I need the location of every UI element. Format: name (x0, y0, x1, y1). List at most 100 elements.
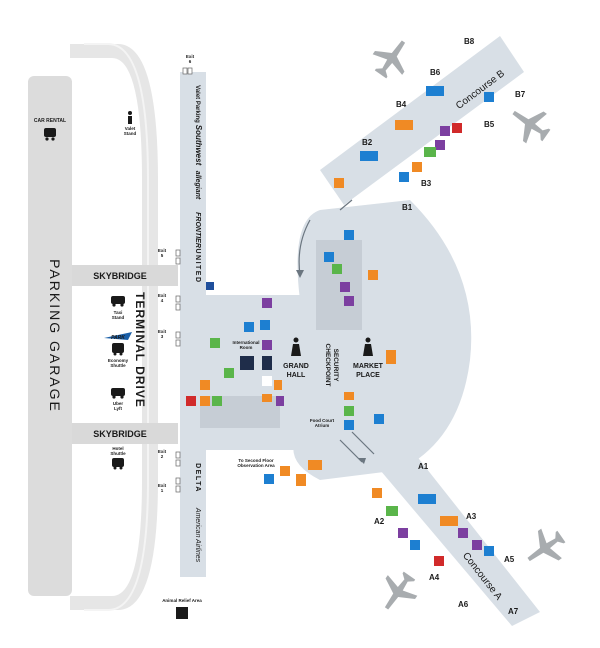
parking-garage (28, 76, 72, 596)
airline-valet: Valet Parking (194, 85, 200, 123)
road-loop (70, 43, 158, 611)
info-icon (212, 396, 222, 406)
retail-icon (344, 296, 354, 306)
restroom-icon (484, 92, 494, 102)
food-icon (386, 350, 396, 364)
restroom-icon (374, 414, 384, 424)
food-icon (200, 396, 210, 406)
svg-text:6: 6 (189, 59, 192, 64)
airline-frontier: FRONTIER (194, 212, 201, 248)
restroom-icon (410, 540, 420, 550)
svg-text:B7: B7 (515, 90, 526, 99)
restroom-icon (399, 172, 409, 182)
gates-b: B1 B2 B3 B4 B5 B6 B7 B8 (362, 37, 526, 212)
restroom-icon (426, 86, 444, 96)
svg-text:To Second Floor: To Second Floor (238, 458, 273, 463)
taxi-icon (111, 296, 125, 307)
food-icon (334, 178, 344, 188)
aed-icon (434, 556, 444, 566)
info-icon (344, 406, 354, 416)
svg-text:1: 1 (161, 488, 164, 493)
retail-icon (435, 140, 445, 150)
skybridge-south (72, 423, 178, 444)
person-icon (291, 337, 301, 356)
svg-text:Hotel: Hotel (112, 446, 123, 451)
svg-text:Stand: Stand (124, 131, 137, 136)
retail-icon (458, 528, 468, 538)
svg-text:B6: B6 (430, 68, 441, 77)
valet-icon (128, 111, 132, 124)
terminal-drive-label: TERMINAL DRIVE (133, 292, 147, 408)
svg-text:Taxi: Taxi (114, 310, 123, 315)
restroom-icon (244, 322, 254, 332)
svg-text:Exit: Exit (158, 248, 167, 253)
arrow-head (296, 270, 304, 278)
svg-text:3: 3 (161, 334, 164, 339)
rideshare-icon (111, 388, 125, 399)
airline-logo-badge (206, 282, 214, 290)
restroom-icon (264, 474, 274, 484)
parking-icon (240, 356, 254, 370)
bus-icon (112, 343, 124, 356)
exit-labels: Exit 6 Exit 5 Exit 4 Exit 3 Exit 2 Exit … (158, 54, 195, 493)
svg-text:Exit: Exit (186, 54, 195, 59)
restroom-icon (484, 546, 494, 556)
retail-icon (472, 540, 482, 550)
food-icon (280, 466, 290, 476)
arrow-head (358, 458, 366, 464)
svg-text:Valet: Valet (125, 126, 136, 131)
svg-text:Food Court: Food Court (310, 418, 335, 423)
retail-icon (262, 340, 272, 350)
food-icon (412, 162, 422, 172)
food-icon (344, 392, 354, 400)
svg-text:B8: B8 (464, 37, 475, 46)
person-icon-market (363, 337, 373, 356)
svg-text:A5: A5 (504, 555, 515, 564)
stairs-icon (262, 376, 272, 386)
parking-garage-label: PARKING GARAGE (47, 259, 63, 413)
svg-text:Uber: Uber (113, 401, 124, 406)
svg-text:A7: A7 (508, 607, 519, 616)
car-rental-icon (44, 128, 56, 141)
food-icon (274, 380, 282, 390)
svg-text:4: 4 (161, 298, 164, 303)
svg-text:2: 2 (161, 454, 164, 459)
airplane-icon (372, 40, 566, 610)
elevator-icon (262, 356, 272, 370)
hotel-bus-icon (112, 458, 124, 470)
svg-text:5: 5 (161, 253, 164, 258)
security-checkpoint-label: SECURITYCHECKPOINT (324, 344, 339, 387)
svg-text:Atrium: Atrium (315, 423, 330, 428)
svg-text:Observation Area: Observation Area (237, 463, 275, 468)
restroom-icon (260, 320, 270, 330)
skybridge-north-label: SKYBRIDGE (93, 271, 147, 281)
restroom-icon (418, 494, 436, 504)
food-icon (308, 460, 322, 470)
retail-icon (262, 298, 272, 308)
food-icon (372, 488, 382, 498)
airline-delta: DELTA (194, 463, 201, 493)
food-icon (395, 120, 413, 130)
gates-a: A1 A2 A3 A4 A5 A6 A7 (374, 462, 519, 616)
skybridge-north (72, 265, 178, 286)
animal-relief-label: Animal Relief Area (162, 598, 202, 603)
svg-text:Shuttle: Shuttle (110, 451, 126, 456)
airline-list: Valet Parking Southwest allegiant FRONTI… (194, 85, 203, 562)
skybridge-south-label: SKYBRIDGE (93, 429, 147, 439)
aed-icon (452, 123, 462, 133)
amenity-icons (186, 86, 494, 566)
svg-text:PARK: PARK (111, 335, 125, 341)
car-rental-label: CAR RENTAL (34, 118, 66, 124)
svg-text:Exit: Exit (158, 293, 167, 298)
food-icon (440, 516, 458, 526)
retail-icon (276, 396, 284, 406)
svg-text:A6: A6 (458, 600, 469, 609)
svg-text:B1: B1 (402, 203, 413, 212)
svg-text:Shuttle: Shuttle (110, 363, 126, 368)
svg-text:A2: A2 (374, 517, 385, 526)
svg-text:Exit: Exit (158, 329, 167, 334)
aed-icon (186, 396, 196, 406)
